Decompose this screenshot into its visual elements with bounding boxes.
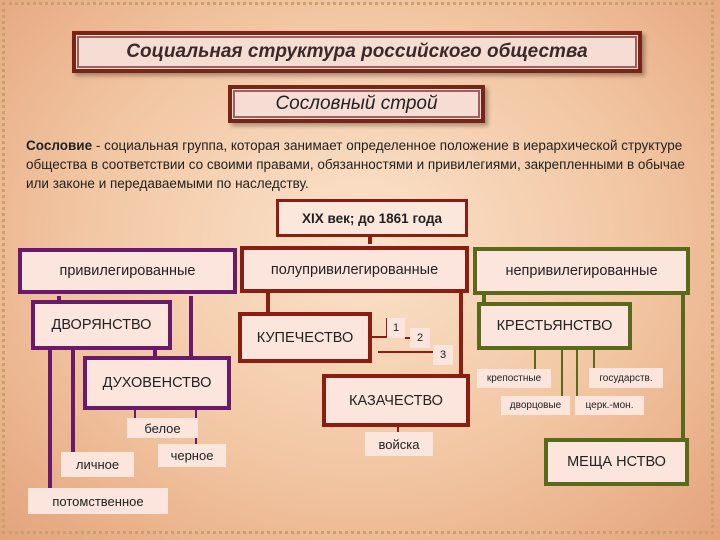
definition-term: Сословие: [26, 138, 93, 153]
estate-peasants: КРЕСТЬЯНСТВО: [477, 302, 632, 350]
estate-clergy: ДУХОВЕНСТВО: [83, 356, 231, 410]
nobility-hereditary: потомственное: [28, 488, 168, 514]
peasants-state: государств.: [589, 368, 663, 388]
category-privileged: привилегированные: [18, 248, 237, 294]
clergy-white: белое: [127, 418, 198, 438]
guild-3: 3: [433, 345, 453, 365]
slide-subtitle: Сословный строй: [228, 85, 485, 123]
guild-1: 1: [387, 318, 405, 338]
slide-title: Социальная структура российского обществ…: [72, 31, 642, 73]
nobility-personal: личное: [61, 452, 134, 477]
era-label: XIX век; до 1861 года: [276, 199, 468, 237]
category-semi-privileged: полупривилегированные: [240, 246, 469, 293]
category-unprivileged: непривилегированные: [473, 247, 690, 295]
cossack-troops: войска: [365, 432, 433, 456]
definition-text: - социальная группа, которая занимает оп…: [26, 138, 685, 191]
peasants-church: церк.-мон.: [575, 396, 644, 415]
peasants-court: дворцовые: [501, 396, 570, 415]
estate-merchants: КУПЕЧЕСТВО: [238, 312, 372, 363]
guild-2: 2: [410, 328, 430, 348]
slide-frame: [2, 2, 714, 534]
estate-townsfolk: МЕЩА НСТВО: [544, 438, 689, 486]
peasants-serf: крепостные: [477, 369, 551, 388]
estate-nobility: ДВОРЯНСТВО: [31, 300, 172, 350]
clergy-black: черное: [158, 444, 226, 467]
estate-cossacks: КАЗАЧЕСТВО: [322, 374, 470, 427]
estate-definition: Сословие - социальная группа, которая за…: [26, 136, 706, 193]
